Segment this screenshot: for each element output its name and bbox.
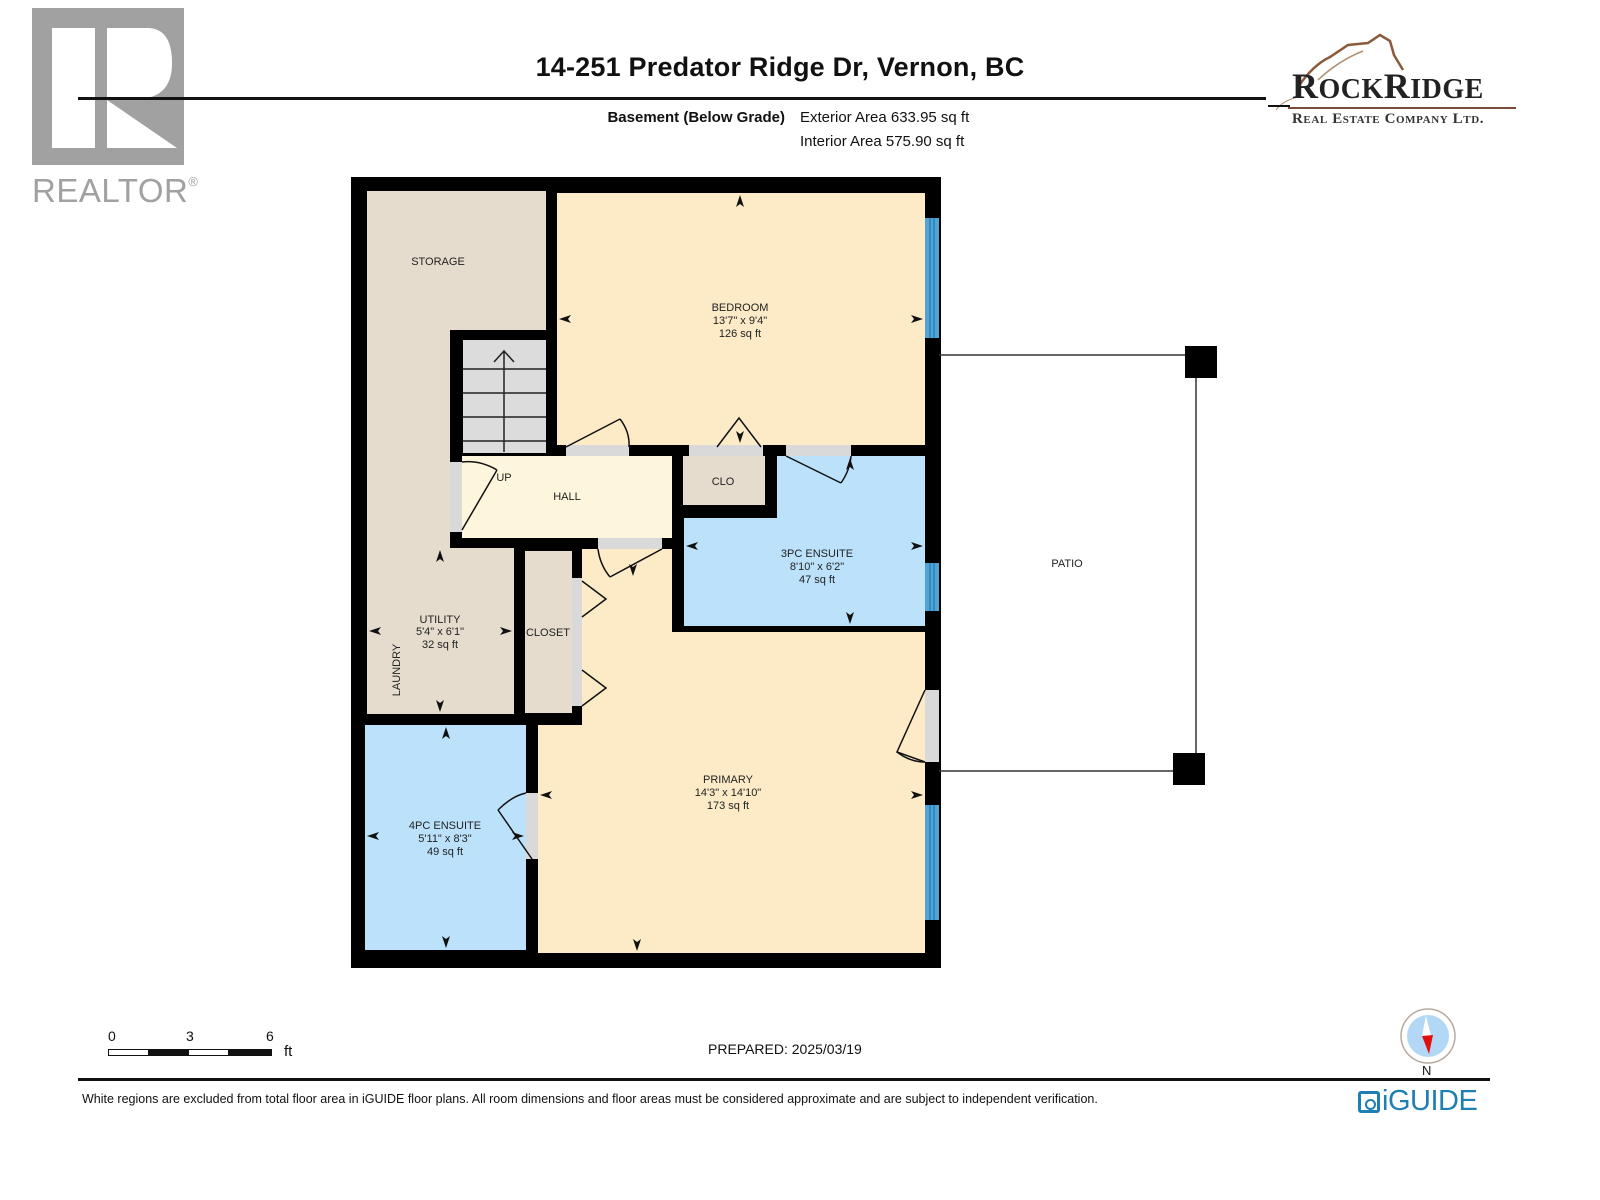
mountain-icon <box>1275 33 1405 111</box>
room-dims-bedroom: 13'7" x 9'4" <box>713 315 767 327</box>
scale-label: 3 <box>186 1028 194 1044</box>
patio-door-opening <box>925 690 939 762</box>
room-bedroom <box>557 193 925 445</box>
floor-level-label: Basement (Below Grade) <box>607 109 785 126</box>
realtor-logo: REALTOR® <box>32 8 198 209</box>
dimension-arrow-icons <box>367 195 923 951</box>
door-opening <box>526 793 538 859</box>
room-area-bedroom: 126 sq ft <box>719 328 761 340</box>
iguide-logo: iGUIDE <box>1358 1085 1478 1118</box>
scale-bar: 0 3 6 ft <box>108 1028 308 1068</box>
room-4pc-ensuite <box>365 725 526 950</box>
window <box>925 805 939 920</box>
room-dims-4pc-ensuite: 5'11" x 8'3" <box>418 833 471 845</box>
room-3pc-ensuite <box>684 456 925 626</box>
patio-post <box>1185 346 1217 378</box>
room-clo <box>683 456 765 505</box>
room-label-closet: CLOSET <box>526 627 570 639</box>
room-area-utility: 32 sq ft <box>422 639 458 651</box>
room-label-4pc-ensuite: 4PC ENSUITE <box>409 820 481 832</box>
room-label-hall: HALL <box>553 491 581 503</box>
room-dims-3pc-ensuite: 8'10" x 6'2" <box>790 561 844 573</box>
room-primary <box>538 549 925 953</box>
compass: N <box>1400 1008 1456 1078</box>
door-opening <box>786 445 851 456</box>
room-area-primary: 173 sq ft <box>707 800 749 812</box>
brand-letter: R <box>1383 66 1411 106</box>
scale-label: 6 <box>266 1028 274 1044</box>
room-label-storage: STORAGE <box>411 256 465 268</box>
room-storage-utility <box>367 191 546 714</box>
iguide-camera-icon <box>1358 1091 1380 1113</box>
room-dims-utility: 5'4" x 6'1" <box>416 626 464 638</box>
compass-icon <box>1400 1008 1456 1064</box>
brand-text: OCK <box>1318 74 1384 105</box>
compass-north-label: N <box>1422 1063 1432 1078</box>
disclaimer-text: White regions are excluded from total fl… <box>82 1092 1098 1106</box>
room-label-bedroom: BEDROOM <box>712 302 769 314</box>
closet-bifold-opening <box>572 578 582 706</box>
room-dims-primary: 14'3" x 14'10" <box>695 787 762 799</box>
door-opening <box>566 445 629 456</box>
door-opening <box>450 462 462 532</box>
door-opening <box>689 445 763 456</box>
patio-post <box>1173 753 1205 785</box>
property-address-title: 14-251 Predator Ridge Dr, Vernon, BC <box>535 52 1025 82</box>
logo-rule <box>1288 107 1516 109</box>
floor-plan: STORAGE BEDROOM 13'7" x 9'4" 126 sq ft H… <box>351 177 1217 968</box>
interior-area: Interior Area 575.90 sq ft <box>800 133 965 150</box>
footer-divider <box>78 1078 1490 1081</box>
room-label-primary: PRIMARY <box>703 774 754 786</box>
room-label-3pc-ensuite: 3PC ENSUITE <box>781 548 853 560</box>
room-area-3pc-ensuite: 47 sq ft <box>799 574 835 586</box>
logo-leader-line <box>1268 105 1290 107</box>
exterior-area: Exterior Area 633.95 sq ft <box>800 109 970 126</box>
patio-outline <box>939 346 1217 785</box>
prepared-date: PREPARED: 2025/03/19 <box>708 1041 862 1057</box>
header-divider <box>78 97 1266 100</box>
room-label-utility: UTILITY <box>420 614 462 626</box>
door-opening <box>598 538 662 549</box>
brokerage-logo: ROCKRIDGE Real Estate Company Ltd. <box>1268 25 1548 135</box>
room-label-patio: PATIO <box>1051 558 1083 570</box>
brand-letter: R <box>1292 66 1319 106</box>
room-closet <box>525 551 572 713</box>
realtor-text: REALTOR <box>32 172 189 209</box>
registered-mark: ® <box>188 174 199 189</box>
scale-label: 0 <box>108 1028 116 1044</box>
laundry-label: LAUNDRY <box>391 643 403 696</box>
brokerage-subtitle: Real Estate Company Ltd. <box>1292 111 1485 127</box>
room-label-clo: CLO <box>712 476 735 488</box>
scale-unit: ft <box>284 1043 293 1060</box>
brand-text: IDGE <box>1410 74 1484 105</box>
window <box>925 218 939 338</box>
stairs-up-label: UP <box>496 472 511 484</box>
door-swings <box>461 416 926 860</box>
realtor-r-mark-icon <box>32 8 184 165</box>
window <box>925 563 939 611</box>
stair-up-arrow-icon <box>493 349 515 452</box>
iguide-text: iGUIDE <box>1382 1085 1478 1117</box>
room-area-4pc-ensuite: 49 sq ft <box>427 846 463 858</box>
